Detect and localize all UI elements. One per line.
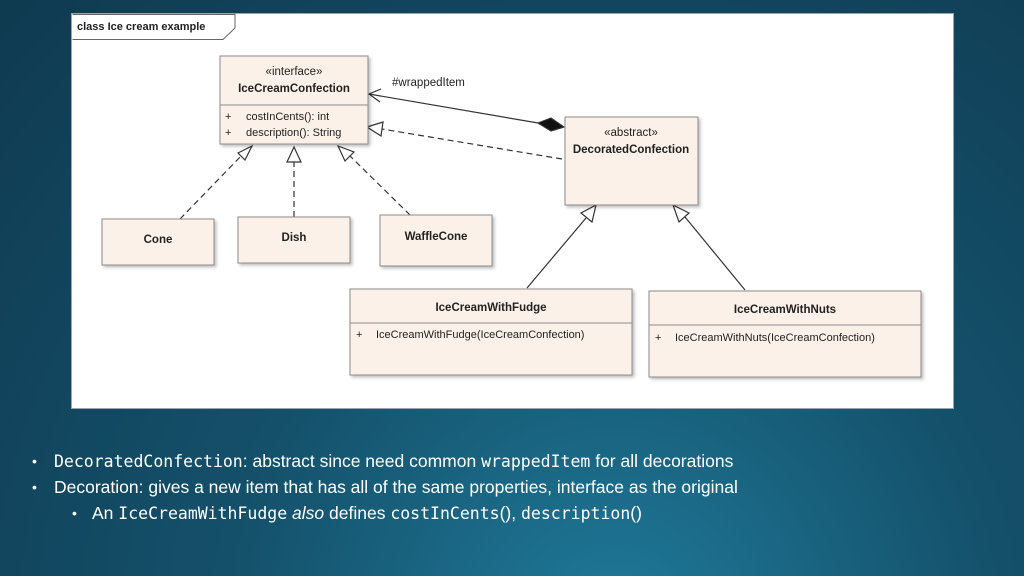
association-label: #wrappedItem: [392, 77, 465, 89]
relationships: #wrappedItem: [179, 77, 746, 291]
bullet-text: (),: [499, 503, 521, 523]
bullet-dot: •: [32, 479, 37, 495]
realization-cone: [179, 144, 254, 220]
class-wafflecone[interactable]: WaffleCone: [379, 214, 493, 267]
operation-visibility: +: [225, 111, 231, 123]
bullet-decoration: • Decoration: gives a new item that has …: [30, 474, 1010, 500]
generalization-nuts: [671, 203, 746, 291]
operation-cost-in-cents: costInCents(): int: [246, 111, 329, 123]
class-dish[interactable]: Dish: [237, 216, 351, 264]
code-term: IceCreamWithFudge: [118, 504, 288, 523]
realization-wafflecone: [336, 144, 411, 216]
bullet-fudge-also-defines: • An IceCreamWithFudge also defines cost…: [30, 500, 1010, 526]
class-name: Cone: [144, 234, 173, 246]
operation-visibility: +: [225, 127, 231, 139]
class-icecreamwithnuts[interactable]: IceCreamWithNuts + IceCreamWithNuts(IceC…: [648, 290, 922, 378]
code-term: wrappedItem: [481, 452, 591, 471]
code-term: description: [520, 504, 631, 523]
class-cone[interactable]: Cone: [101, 218, 215, 266]
bullet-text: Decoration: gives a new item that has al…: [54, 477, 738, 497]
uml-class-diagram: class Ice cream example: [72, 14, 922, 378]
italic-term: also: [292, 503, 325, 523]
bullet-text: defines: [324, 503, 391, 523]
code-term: costInCents: [390, 504, 500, 523]
bullet-dot: •: [72, 505, 77, 521]
class-name: IceCreamConfection: [238, 83, 350, 95]
operation-visibility: +: [356, 329, 362, 341]
bullet-text: : abstract since need common: [242, 451, 482, 471]
class-name: WaffleCone: [405, 231, 468, 243]
association-wrapped-item: #wrappedItem: [367, 77, 566, 132]
realization-decoratedconfection: [365, 121, 563, 160]
class-name: IceCreamWithFudge: [435, 302, 546, 314]
class-decoratedconfection[interactable]: «abstract» DecoratedConfection: [564, 116, 699, 206]
generalization-fudge: [526, 203, 597, 289]
class-stereotype: «abstract»: [604, 127, 658, 139]
class-name: Dish: [282, 232, 307, 244]
diagram-frame-title: class Ice cream example: [77, 21, 205, 33]
operation-constructor: IceCreamWithNuts(IceCreamConfection): [675, 332, 875, 344]
class-name: IceCreamWithNuts: [734, 304, 836, 316]
code-term: DecoratedConfection: [54, 452, 243, 471]
operation-constructor: IceCreamWithFudge(IceCreamConfection): [376, 329, 584, 341]
class-stereotype: «interface»: [266, 66, 323, 78]
bullet-decorated-confection: • DecoratedConfection: abstract since ne…: [30, 448, 1010, 474]
diagram-frame-tab: class Ice cream example: [72, 14, 236, 40]
class-icecreamconfection[interactable]: «interface» IceCreamConfection + costInC…: [219, 55, 369, 145]
class-icecreamwithfudge[interactable]: IceCreamWithFudge + IceCreamWithFudge(Ic…: [349, 288, 633, 376]
bullet-list: • DecoratedConfection: abstract since ne…: [30, 448, 1010, 526]
bullet-text: (): [630, 503, 642, 523]
operation-description: description(): String: [246, 127, 341, 139]
bullet-dot: •: [32, 453, 37, 469]
bullet-text: for all decorations: [590, 451, 734, 471]
uml-diagram-panel: class Ice cream example: [71, 13, 954, 409]
bullet-text: An: [92, 503, 119, 523]
realization-dish: [286, 145, 302, 217]
operation-visibility: +: [655, 332, 661, 344]
class-name: DecoratedConfection: [573, 144, 689, 156]
